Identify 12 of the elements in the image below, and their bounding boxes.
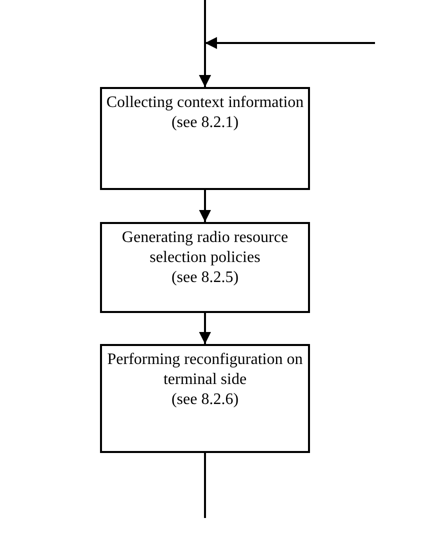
section-reference: (see 8.2.1) [171,113,239,133]
arrow [199,190,211,222]
arrow [199,37,375,87]
step-title: Collecting context information [106,93,304,113]
step-title: Performing reconfiguration on terminal side [106,350,304,390]
section-reference: (see 8.2.6) [171,390,239,410]
process-box [100,87,310,190]
step-title: Generating radio resource selection policies [120,228,290,268]
process-box [100,222,310,313]
process-box [100,344,310,453]
section-reference: (see 8.2.5) [171,268,239,288]
arrow [199,313,211,344]
